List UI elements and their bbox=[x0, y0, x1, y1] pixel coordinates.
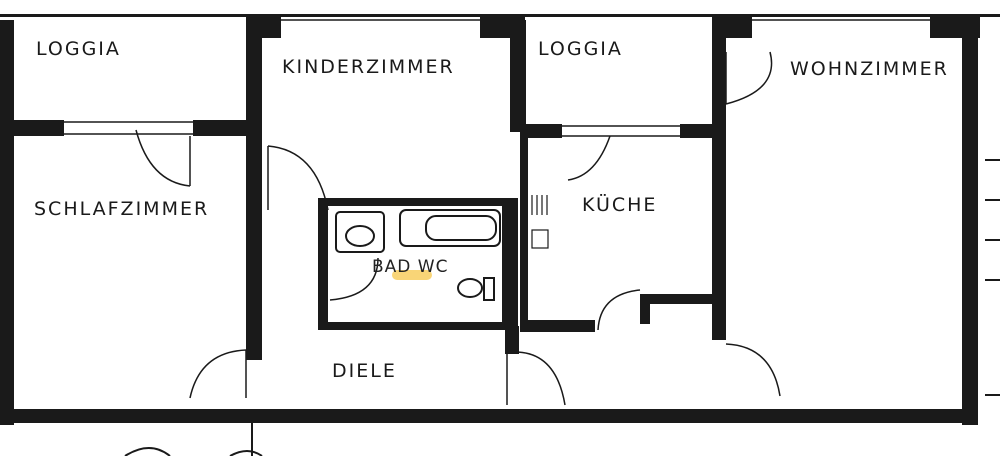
kitchen-stove bbox=[531, 195, 549, 249]
room-label-bad-wc: BAD WC bbox=[372, 257, 449, 277]
toilet bbox=[457, 278, 483, 298]
bathtub-inner bbox=[425, 215, 497, 241]
room-label-wohnzimmer: WOHNZIMMER bbox=[790, 58, 949, 80]
washbasin-bowl bbox=[345, 225, 375, 247]
toilet-tank bbox=[483, 277, 495, 301]
bathtub bbox=[399, 209, 501, 247]
room-label-loggia-left: LOGGIA bbox=[36, 38, 121, 60]
door-swings bbox=[135, 51, 781, 406]
room-label-loggia-right: LOGGIA bbox=[538, 38, 623, 60]
stair-lines bbox=[985, 159, 1000, 396]
room-label-diele: DIELE bbox=[332, 360, 397, 382]
exterior-marks bbox=[124, 423, 263, 456]
bath-fixtures bbox=[335, 209, 501, 301]
room-label-schlafzimmer: SCHLAFZIMMER bbox=[34, 198, 210, 220]
walls bbox=[0, 14, 1000, 425]
room-label-kueche: KÜCHE bbox=[582, 194, 658, 216]
windows bbox=[64, 19, 930, 137]
bath-highlight bbox=[392, 270, 432, 280]
room-label-kinderzimmer: KINDERZIMMER bbox=[282, 56, 455, 78]
washbasin bbox=[335, 211, 385, 253]
